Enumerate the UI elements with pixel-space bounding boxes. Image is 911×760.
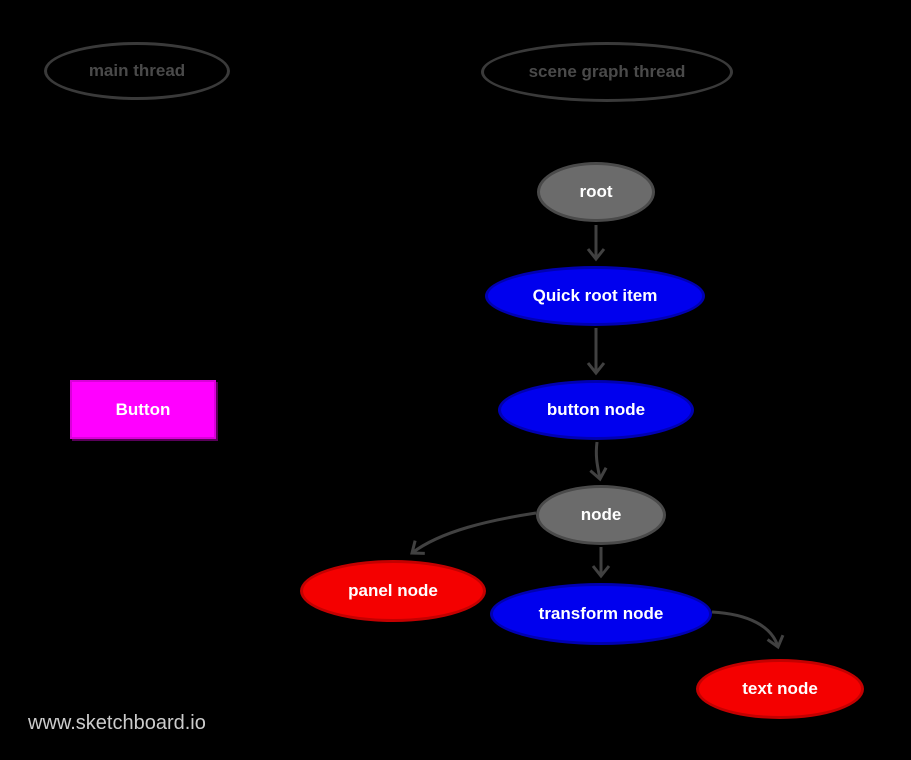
- node-transform-node-label: transform node: [538, 604, 664, 623]
- node-quick-root-item-label: Quick root item: [532, 286, 658, 305]
- node-node-label: node: [580, 505, 622, 524]
- node-root[interactable]: root: [537, 162, 655, 222]
- node-root-label: root: [579, 182, 613, 201]
- node-button-node-label: button node: [546, 400, 646, 419]
- node-button-widget[interactable]: Button: [70, 380, 216, 439]
- node-text-node[interactable]: text node: [696, 659, 864, 719]
- node-panel-node[interactable]: panel node: [300, 560, 486, 622]
- sketchboard-watermark: www.sketchboard.io: [28, 712, 206, 734]
- lane-scene-graph-thread-label: scene graph thread: [528, 62, 686, 81]
- node-node[interactable]: node: [536, 485, 666, 545]
- node-text-node-label: text node: [742, 679, 818, 698]
- lane-main-thread[interactable]: main thread: [44, 42, 230, 100]
- edge-transform-node-to-text-node[interactable]: [711, 610, 785, 650]
- lane-main-thread-label: main thread: [88, 61, 186, 80]
- edge-button-node-to-node[interactable]: [589, 441, 608, 482]
- node-transform-node[interactable]: transform node: [490, 583, 712, 645]
- node-button-node[interactable]: button node: [498, 380, 694, 440]
- node-button-widget-label: Button: [115, 399, 171, 419]
- node-quick-root-item[interactable]: Quick root item: [485, 266, 705, 326]
- edge-node-to-panel-node[interactable]: [410, 511, 537, 555]
- node-panel-node-label: panel node: [348, 581, 438, 600]
- lane-scene-graph-thread[interactable]: scene graph thread: [481, 42, 733, 102]
